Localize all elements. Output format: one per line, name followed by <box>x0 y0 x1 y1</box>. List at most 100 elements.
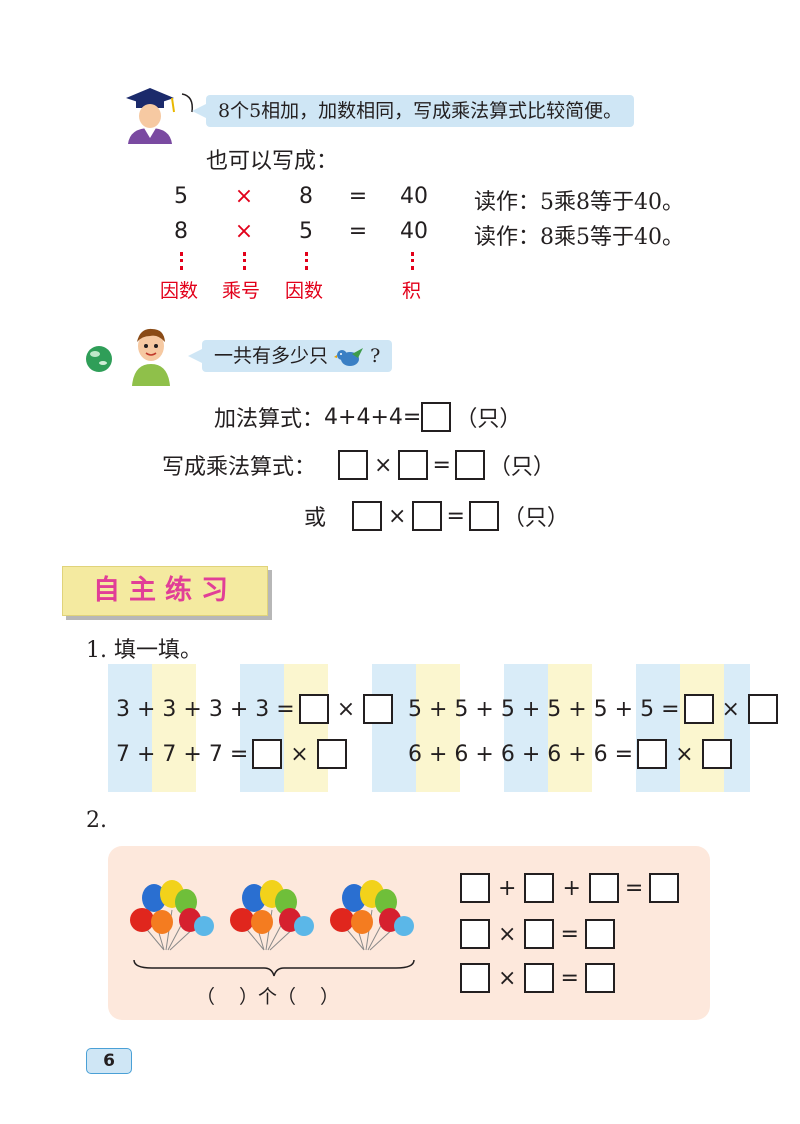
speech-text-2: 一共有多少只 <box>214 345 329 367</box>
answer-box[interactable] <box>637 739 668 769</box>
answer-box[interactable] <box>252 739 283 769</box>
q1-row-2a: 7 + 7 + 7 = × <box>116 737 347 771</box>
factor1-label: 因数 <box>160 280 199 302</box>
row1-product: 40 <box>400 184 428 209</box>
equals-sign: = <box>560 921 579 947</box>
answer-box[interactable] <box>398 450 429 480</box>
q2-multiplication-row-2: × = <box>460 962 615 994</box>
page-number-badge: 6 <box>86 1048 132 1074</box>
answer-box[interactable] <box>460 963 490 993</box>
doctor-avatar-icon <box>122 82 178 144</box>
unit-label: （只） <box>455 407 522 432</box>
answer-box[interactable] <box>454 450 485 480</box>
row2-factor-a: 8 <box>174 219 188 244</box>
answer-box[interactable] <box>412 501 443 531</box>
times-sign: × <box>498 965 517 991</box>
or-label: 或 <box>304 506 327 531</box>
times-sign: × <box>675 741 694 767</box>
product-label: 积 <box>402 280 422 302</box>
balloon-caption: （ ）个（ ） <box>196 982 339 1009</box>
row1-equals: = <box>348 184 368 209</box>
bird-icon <box>334 348 364 366</box>
answer-box[interactable] <box>524 963 555 993</box>
times-sign: × <box>374 452 393 478</box>
factor2-pointer <box>305 252 311 270</box>
row2-factor-b: 5 <box>299 219 313 244</box>
answer-box[interactable] <box>298 694 329 724</box>
equals-sign: = <box>446 503 465 529</box>
page-number: 6 <box>103 1051 115 1071</box>
brace-under-balloons <box>132 958 416 978</box>
row2-equals: = <box>348 219 368 244</box>
addition-expression: 4+4+4= <box>324 404 422 430</box>
plus-sign: + <box>498 875 517 901</box>
answer-box[interactable] <box>460 919 490 949</box>
answer-box[interactable] <box>352 501 383 531</box>
times-sign: × <box>336 696 356 722</box>
answer-box[interactable] <box>747 694 778 724</box>
q1-expression: 7 + 7 + 7 = <box>116 741 249 767</box>
factor2-label: 因数 <box>285 280 324 302</box>
q2-title: 2. <box>86 808 107 833</box>
q1-expression: 5 + 5 + 5 + 5 + 5 + 5 = <box>408 696 680 722</box>
answer-box[interactable] <box>584 963 615 993</box>
equals-sign: = <box>432 452 451 478</box>
row1-times-sign: × <box>234 184 254 209</box>
unit-label: （只） <box>502 506 569 531</box>
practice-banner: 自主练习 <box>62 566 268 616</box>
equals-sign: = <box>560 965 579 991</box>
row1-reading: 读作：5乘8等于40。 <box>474 190 684 215</box>
balloon-bunch-1-icon <box>124 876 214 956</box>
times-sign: × <box>498 921 517 947</box>
q2-multiplication-row-1: × = <box>460 918 615 950</box>
multiplication-equation-2: 或 × = （只） <box>304 499 569 533</box>
answer-box[interactable] <box>683 694 714 724</box>
row2-reading: 读作：8乘5等于40。 <box>474 225 684 250</box>
addition-equation: 加法算式： 4+4+4= （只） <box>214 400 521 434</box>
factor1-pointer <box>180 252 186 270</box>
q1-row-1b: 5 + 5 + 5 + 5 + 5 + 5 = × <box>408 692 778 726</box>
plus-sign: + <box>562 875 581 901</box>
multiplication-equation-1: 写成乘法算式： × = （只） <box>162 448 555 482</box>
row2-times-sign: × <box>234 219 254 244</box>
answer-box[interactable] <box>701 739 732 769</box>
answer-box[interactable] <box>588 873 619 903</box>
answer-box[interactable] <box>524 919 555 949</box>
q1-expression: 3 + 3 + 3 + 3 = <box>116 696 295 722</box>
times-sign: × <box>388 503 407 529</box>
answer-box[interactable] <box>363 694 394 724</box>
q1-row-2b: 6 + 6 + 6 + 6 + 6 = × <box>408 737 732 771</box>
caption-paren-close: ） <box>320 986 340 1008</box>
answer-box[interactable] <box>468 501 499 531</box>
times-sign: × <box>290 741 309 767</box>
unit-label: （只） <box>488 455 555 480</box>
caption-paren: （ <box>196 986 216 1008</box>
caption-mid: ）个（ <box>239 986 297 1008</box>
boy-avatar-icon <box>128 326 174 386</box>
balloon-bunch-3-icon <box>324 876 414 956</box>
answer-box[interactable] <box>338 450 369 480</box>
times-sign: × <box>721 696 740 722</box>
times-sign-label: 乘号 <box>222 280 261 302</box>
row1-factor-a: 5 <box>174 184 188 209</box>
answer-box[interactable] <box>421 402 452 432</box>
answer-box[interactable] <box>649 873 680 903</box>
row1-factor-b: 8 <box>299 184 313 209</box>
answer-box[interactable] <box>460 873 490 903</box>
also-write-label: 也可以写成： <box>206 149 339 174</box>
q1-title: 1. 填一填。 <box>86 638 202 663</box>
equals-sign: = <box>624 875 644 901</box>
answer-box[interactable] <box>524 873 555 903</box>
speech-text: 8个5相加，加数相同，写成乘法算式比较简便。 <box>218 100 623 122</box>
mult-label: 写成乘法算式： <box>162 455 317 480</box>
green-ball-icon <box>84 344 114 374</box>
answer-box[interactable] <box>316 739 347 769</box>
row2-product: 40 <box>400 219 428 244</box>
answer-box[interactable] <box>584 919 615 949</box>
folded-paper-background <box>108 664 750 792</box>
speech-bubble-eight-fives: 8个5相加，加数相同，写成乘法算式比较简便。 <box>191 95 635 127</box>
q2-addition-row: + + = <box>460 872 680 904</box>
question-mark: ? <box>370 345 381 367</box>
times-pointer <box>243 252 249 270</box>
speech-bubble-how-many: 一共有多少只 ? <box>187 340 393 372</box>
